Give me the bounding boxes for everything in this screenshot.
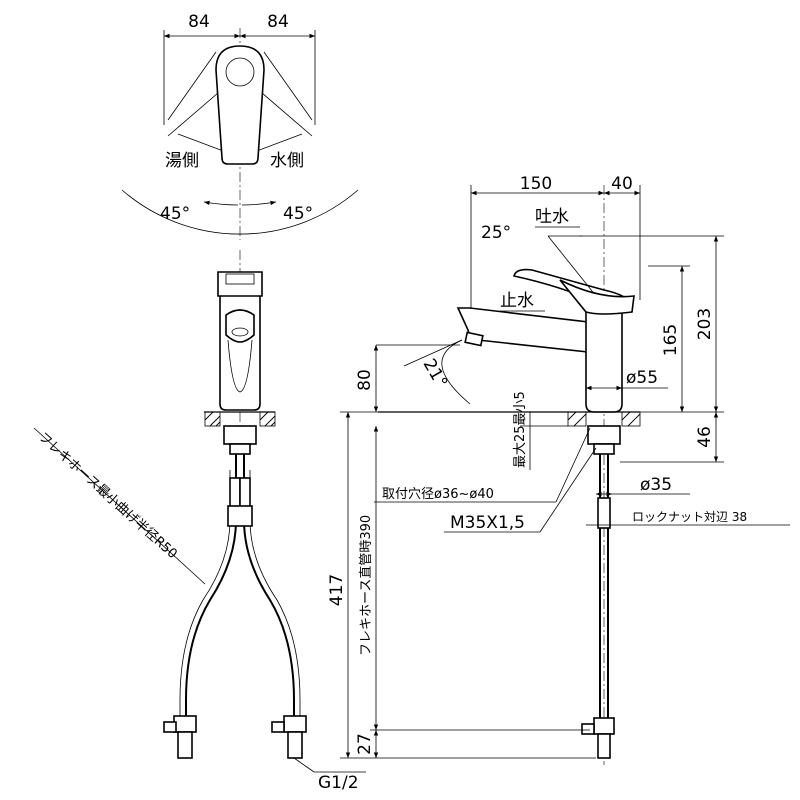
label-g12: G1/2 <box>318 773 359 793</box>
dim-150: 150 <box>520 174 552 194</box>
lever-open-angle-line <box>547 235 597 297</box>
counter-right-section-side <box>621 411 641 427</box>
dim-165: 165 <box>661 324 681 356</box>
spout-front <box>225 309 255 343</box>
connector-side-body <box>597 733 611 759</box>
angle-21-arc <box>441 339 471 405</box>
hose-fitting-right <box>239 477 251 509</box>
g12-leader <box>293 757 315 773</box>
swing-outline-hot-b <box>177 133 227 153</box>
angle-arc <box>121 189 359 235</box>
dim-21deg: 21° <box>419 356 451 392</box>
hose-right-outer <box>243 454 295 720</box>
connector-side-nut <box>593 717 615 735</box>
locknut-side <box>587 425 621 445</box>
counter-hatch-side <box>567 411 641 427</box>
hose-right-inner <box>249 470 301 720</box>
connector-left-tab <box>163 721 177 733</box>
faucet-body-side <box>585 303 623 413</box>
connector-right-tab <box>271 721 285 733</box>
angle-arrow-right <box>241 200 277 206</box>
spout-front-curve <box>227 339 253 393</box>
dim-84-right: 84 <box>267 12 289 32</box>
angle-arrow-left <box>203 200 239 206</box>
spout-outlet <box>231 327 249 337</box>
lever-head-detail <box>225 273 255 285</box>
swing-outline-cold-b <box>253 133 303 153</box>
dim-d55: ø55 <box>626 368 658 388</box>
thread-leader <box>539 447 597 533</box>
dim-80: 80 <box>355 369 375 391</box>
counter-hatch-front <box>204 411 276 427</box>
connector-left-nut <box>173 715 197 733</box>
front-view: フレキホース最小曲げ半径R50 G1/2 <box>33 250 366 793</box>
angle-45-right: 45° <box>283 204 313 224</box>
hose-fitting-left <box>229 477 241 509</box>
label-hot-side: 湯側 <box>165 151 199 171</box>
connector-right-body <box>287 731 303 759</box>
locknut-front <box>223 425 257 445</box>
dim-thickness: 最大25最小5 <box>513 391 528 468</box>
dim-40: 40 <box>611 174 633 194</box>
shank-side <box>593 443 615 455</box>
lever-top-outline <box>215 45 265 165</box>
shank-front <box>229 443 251 455</box>
dim-25deg: 25° <box>481 223 511 243</box>
lever-closed-position <box>559 279 635 315</box>
dim-390: フレキホース直管時390 <box>359 515 374 656</box>
dim-46: 46 <box>695 426 715 448</box>
swing-outline-cold <box>263 51 313 121</box>
dim-27: 27 <box>355 733 375 755</box>
dim-mount-hole: 取付穴径ø36~ø40 <box>382 487 494 502</box>
connector-right-nut <box>283 715 307 733</box>
angle-21-ref <box>403 339 463 367</box>
dim-203: 203 <box>695 308 715 340</box>
lever-top-knob <box>225 57 255 87</box>
hose-left-outer <box>185 454 237 720</box>
hose-fitting-side <box>597 497 611 529</box>
angle-45-left: 45° <box>160 204 190 224</box>
dim-84-left: 84 <box>188 12 210 32</box>
label-stop: 止水 <box>500 291 534 311</box>
dim-locknut: ロックナット対辺 38 <box>632 510 747 524</box>
dim-d35: ø35 <box>640 475 672 495</box>
connector-left-body <box>177 731 193 759</box>
top-view: 84 84 湯側 水側 45° 45° <box>121 12 359 240</box>
swing-outline-hot <box>167 51 217 121</box>
label-cold-side: 水側 <box>270 151 304 171</box>
dim-thread: M35X1,5 <box>450 513 525 533</box>
label-spout-open: 吐水 <box>535 207 569 227</box>
spout-aerator <box>464 331 484 347</box>
label-hose-radius: フレキホース最小曲げ半径R50 <box>35 430 179 562</box>
counter-left-section-side <box>567 411 587 427</box>
hose-radius-leader <box>33 427 206 585</box>
mount-hole-leader <box>555 427 591 503</box>
dim-417: 417 <box>327 574 347 606</box>
connector-side-tab <box>581 723 595 735</box>
hose-joint <box>227 505 253 527</box>
faucet-body-front <box>219 277 261 411</box>
hose-left-inner <box>179 470 231 720</box>
side-view: 150 40 25° 吐水 止水 21° <box>327 174 790 765</box>
